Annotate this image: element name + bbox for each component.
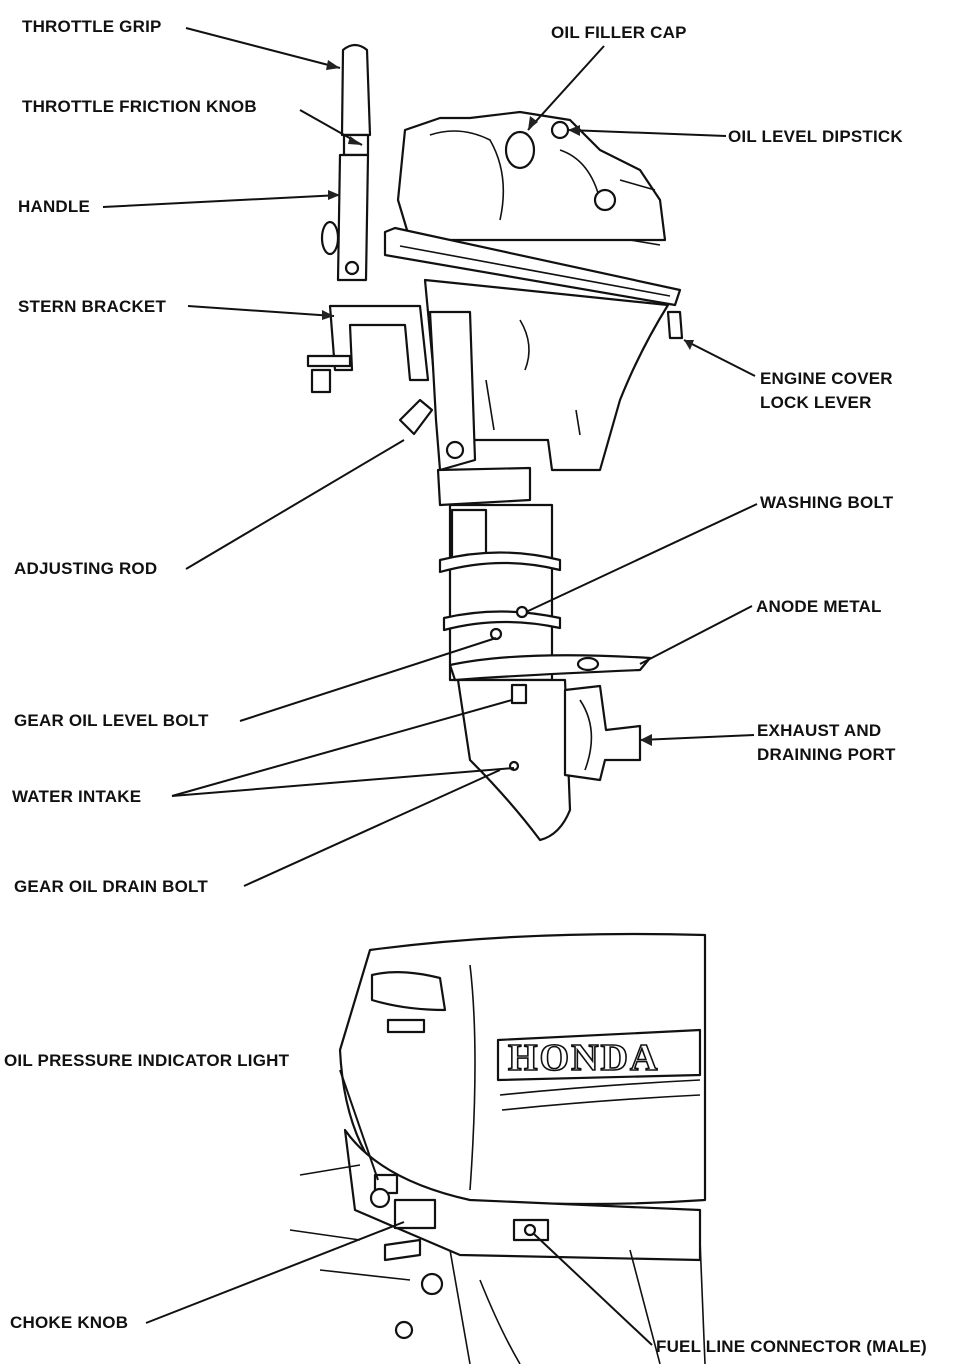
leader-choke-knob [145,1221,405,1324]
swivel-bracket-shape [428,310,477,472]
gear-oil-level-bolt-shape [489,627,503,641]
label-gear-oil-drain-bolt: GEAR OIL DRAIN BOLT [14,877,208,896]
handle-base [320,220,340,256]
leader-lines [102,27,758,1346]
propeller-shape [563,684,642,782]
stern-bracket-shape [328,304,430,382]
leader-water-intake-2 [171,767,515,797]
leader-anode-metal [639,605,753,665]
label-choke-knob: CHOKE KNOB [10,1313,129,1332]
engine-tray-shape [383,226,682,307]
brand-panel-shape [496,1028,702,1082]
anode-plate-shape [448,654,652,682]
throttle-grip-shape [340,43,372,137]
honda-brand-mark: HONDA [508,1037,659,1079]
label-draining-port: DRAINING PORT [757,745,896,764]
label-oil-pressure-indicator-light: OIL PRESSURE INDICATOR LIGHT [4,1051,290,1070]
outboard-motor-side-view [306,43,684,842]
adjusting-rod-shape [398,398,434,436]
handle-pivot [344,260,360,276]
label-handle: HANDLE [18,197,91,216]
washing-bolt-shape [515,605,529,619]
midsection-shape [423,278,670,472]
arrowheads [322,60,694,746]
oil-dipstick-shape [550,120,570,140]
leader-washing-bolt [525,503,758,613]
label-stern-bracket: STERN BRACKET [18,297,167,316]
leader-adjusting-rod [185,439,405,570]
label-exhaust-and: EXHAUST AND [757,721,882,740]
label-gear-oil-level-bolt: GEAR OIL LEVEL BOLT [14,711,209,730]
label-throttle-grip: THROTTLE GRIP [22,17,162,36]
leader-oil-pressure-light [339,1069,379,1181]
leader-gear-oil-level-bolt [239,637,497,722]
leader-stern-bracket [187,305,335,317]
outboard-motor-close-up [289,932,707,1364]
leader-handle [102,194,341,208]
label-engine-cover: ENGINE COVER [760,369,893,388]
label-throttle-friction-knob: THROTTLE FRICTION KNOB [22,97,257,116]
leader-fuel-line-connector [533,1233,653,1346]
leader-engine-cover-lock-lever [683,339,756,377]
label-oil-level-dipstick: OIL LEVEL DIPSTICK [728,127,903,146]
oil-filler-cap-shape [504,130,536,170]
cover-handle-shape [370,971,447,1012]
leader-oil-filler-cap [527,45,605,131]
leader-exhaust-port [639,734,755,741]
label-adjusting-rod: ADJUSTING ROD [14,559,158,578]
leader-oil-level-dipstick [567,129,727,137]
leader-throttle-grip [185,27,341,69]
engine-cover-lock-lever-shape [666,310,684,340]
leader-gear-oil-drain-bolt [243,769,501,887]
label-anode-metal: ANODE METAL [756,597,882,616]
label-water-intake: WATER INTAKE [12,787,142,806]
label-washing-bolt: WASHING BOLT [760,493,894,512]
leader-water-intake-1 [171,699,513,797]
label-fuel-line-connector: FUEL LINE CONNECTOR (MALE) [656,1337,927,1356]
label-lock-lever: LOCK LEVER [760,393,872,412]
label-oil-filler-cap: OIL FILLER CAP [551,23,687,42]
